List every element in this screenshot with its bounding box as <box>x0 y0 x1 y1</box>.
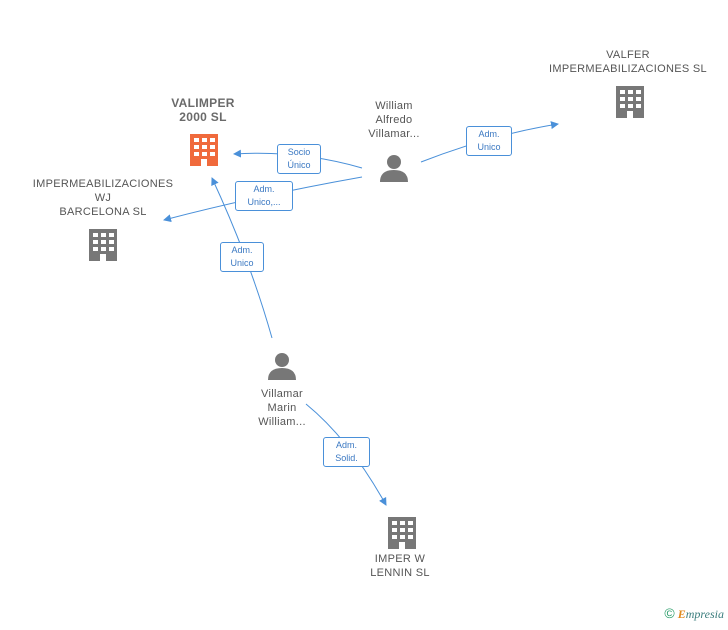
brand-initial: E <box>677 607 686 621</box>
person-icon-villamar[interactable] <box>268 353 296 380</box>
edge-label-line: Unico <box>477 142 501 152</box>
edge-label-socio-unico[interactable]: Socio Único <box>277 144 321 174</box>
node-label-line: VALIMPER <box>171 96 235 110</box>
building-icon-valimper[interactable] <box>190 134 218 166</box>
node-label-impermeabilizaciones[interactable]: IMPERMEABILIZACIONES WJ BARCELONA SL <box>24 177 182 219</box>
edge-label-line: Unico,... <box>247 197 281 207</box>
node-label-line: 2000 SL <box>179 110 227 124</box>
node-label-line: LENNIN SL <box>370 567 430 579</box>
node-label-villamar[interactable]: Villamar Marin William... <box>232 387 332 429</box>
node-label-line: IMPERMEABILIZACIONES <box>32 178 174 190</box>
node-label-line: IMPERMEABILIZACIONES SL <box>549 63 707 75</box>
edge-label-line: Socio <box>287 147 311 157</box>
node-label-valfer[interactable]: VALFER IMPERMEABILIZACIONES SL <box>540 48 716 76</box>
node-label-william[interactable]: William Alfredo Villamar... <box>344 99 444 141</box>
node-label-line: William... <box>258 416 306 428</box>
node-label-line: IMPER W <box>374 553 426 565</box>
empresia-watermark: ©Empresia <box>664 605 724 622</box>
node-label-line: Villamar... <box>368 128 420 140</box>
brand-rest: mpresia <box>685 607 724 621</box>
edge-label-adm-unico-valfer[interactable]: Adm. Unico <box>466 126 512 156</box>
node-label-line: WJ <box>94 192 112 204</box>
building-icon-imperw[interactable] <box>388 517 416 549</box>
edge-label-adm-unico-multi[interactable]: Adm. Unico,... <box>235 181 293 211</box>
edge-label-line: Adm. <box>335 440 357 450</box>
building-icon-valfer[interactable] <box>616 86 644 118</box>
edge-label-line: Solid. <box>335 453 358 463</box>
building-icon-impermeabilizaciones[interactable] <box>89 229 117 261</box>
edge-label-line: Adm. <box>478 129 500 139</box>
edge-label-line: Único <box>287 160 311 170</box>
node-label-line: Marin <box>267 402 297 414</box>
node-label-imperw[interactable]: IMPER W LENNIN SL <box>340 552 460 580</box>
edge-label-line: Adm. <box>231 245 253 255</box>
person-icon-william[interactable] <box>380 155 408 182</box>
node-label-valimper[interactable]: VALIMPER 2000 SL <box>150 96 256 124</box>
node-label-line: William <box>375 100 413 112</box>
brand-logo: Empresia <box>678 607 724 621</box>
node-label-line: BARCELONA SL <box>59 206 147 218</box>
edge-label-line: Adm. <box>253 184 275 194</box>
copyright-symbol: © <box>664 605 675 621</box>
edge-label-adm-unico-valimper[interactable]: Adm. Unico <box>220 242 264 272</box>
node-label-line: Alfredo <box>375 114 413 126</box>
node-label-line: Villamar <box>261 388 303 400</box>
edge-label-adm-solid[interactable]: Adm. Solid. <box>323 437 370 467</box>
edge-label-line: Unico <box>230 258 254 268</box>
node-label-line: VALFER <box>606 49 650 61</box>
